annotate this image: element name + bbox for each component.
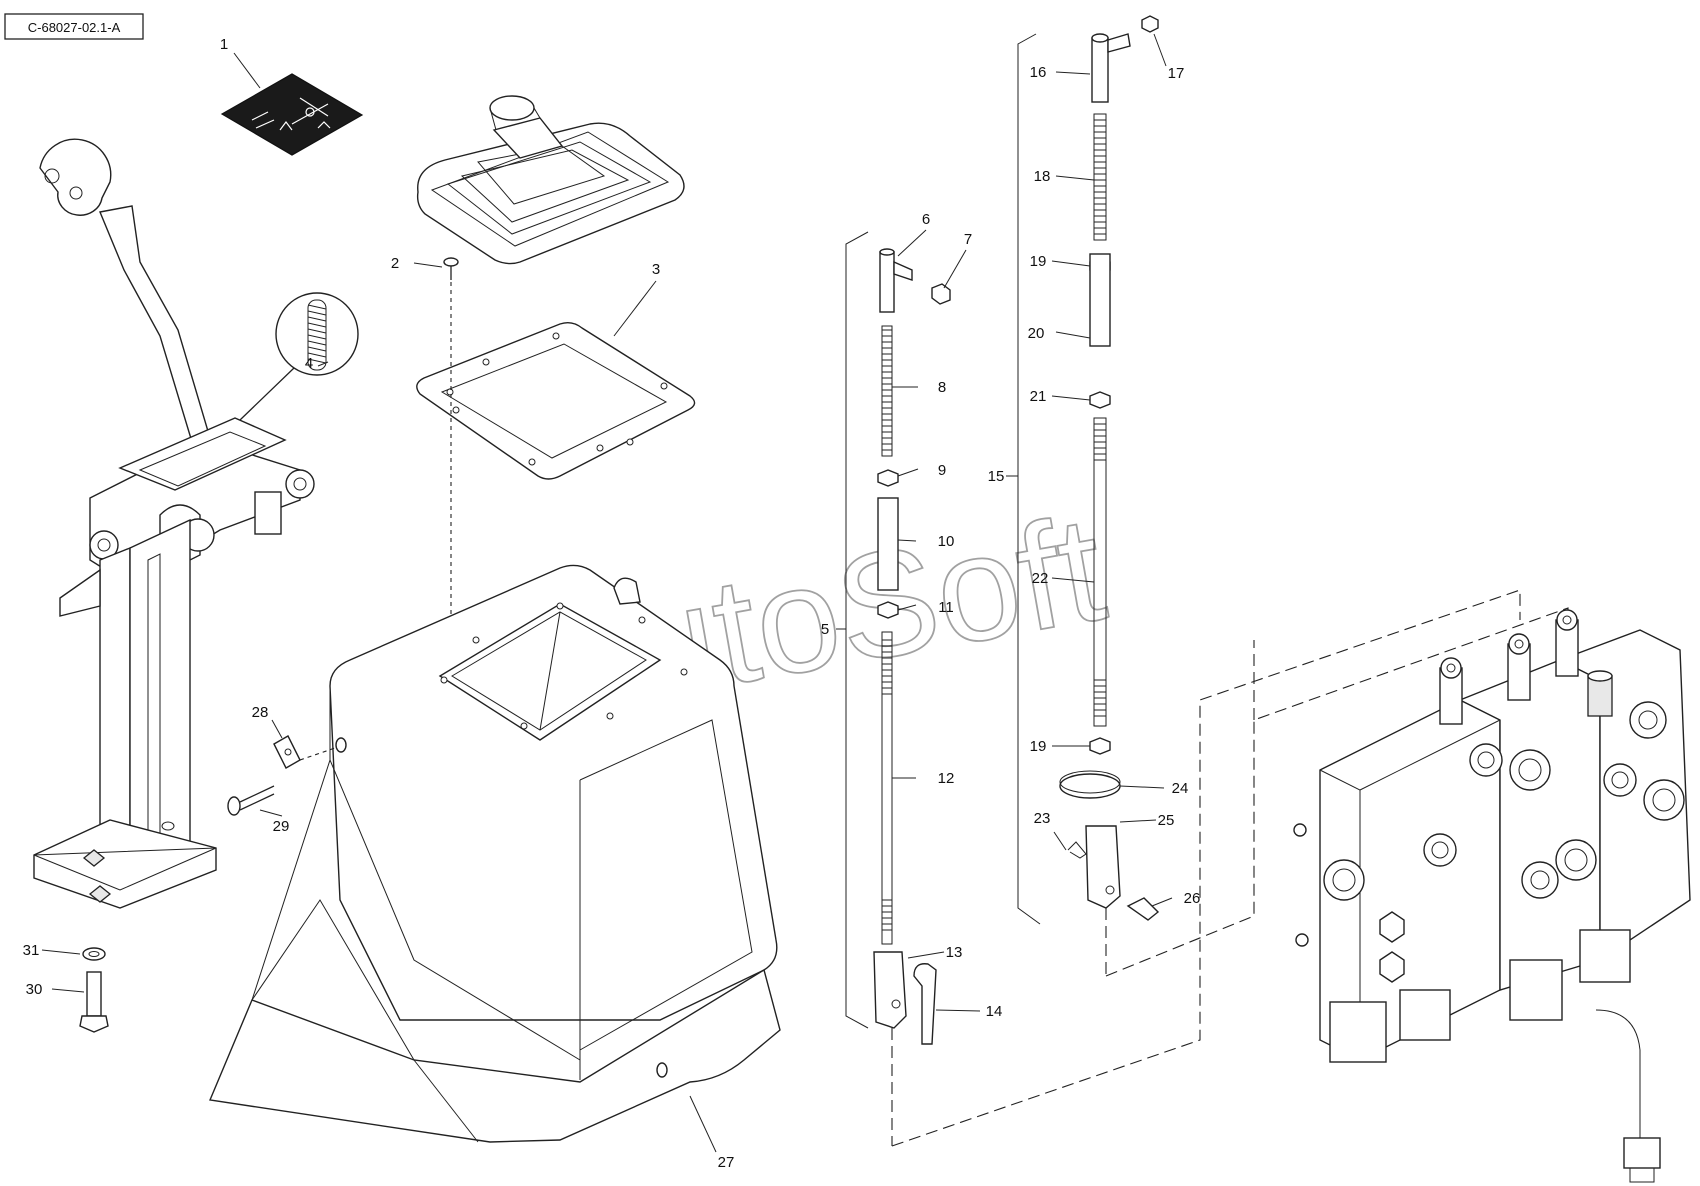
console-cover	[209, 564, 781, 1143]
callout-2: 2	[391, 255, 399, 272]
rubber-boot	[416, 95, 685, 265]
leader-lines	[41, 33, 1173, 1153]
rod-assembly-5	[845, 231, 951, 1146]
reference-code: C-68027-02.1-A	[28, 20, 121, 35]
callout-3: 3	[652, 261, 660, 278]
callout-8: 8	[938, 379, 946, 396]
spring-detail	[239, 292, 359, 421]
callout-19-upper: 19	[1030, 253, 1047, 270]
washer-31	[82, 947, 106, 961]
reference-code-box: C-68027-02.1-A	[4, 13, 144, 40]
callout-23: 23	[1034, 810, 1051, 827]
callout-10: 10	[938, 533, 955, 550]
bolt-30	[79, 971, 109, 1033]
callout-12: 12	[938, 770, 955, 787]
callout-19-lower: 19	[1030, 738, 1047, 755]
callout-5: 5	[821, 621, 829, 638]
callout-29: 29	[273, 818, 290, 835]
callout-9: 9	[938, 462, 946, 479]
callout-20: 20	[1028, 325, 1045, 342]
rod-assembly-15	[1017, 15, 1160, 976]
callout-26: 26	[1184, 890, 1201, 907]
callout-25: 25	[1158, 812, 1175, 829]
callout-15: 15	[988, 468, 1005, 485]
callout-1: 1	[220, 36, 228, 53]
callout-11: 11	[938, 599, 954, 616]
screw-29	[227, 747, 336, 816]
trim-frame	[416, 321, 696, 480]
callout-30: 30	[26, 981, 43, 998]
linkage-dashed-lines	[891, 589, 1569, 1147]
callout-22: 22	[1032, 570, 1049, 587]
callout-27: 27	[718, 1154, 735, 1171]
callout-16: 16	[1030, 64, 1047, 81]
control-valve	[1293, 609, 1691, 1183]
callout-6: 6	[922, 211, 930, 228]
callout-24: 24	[1172, 780, 1189, 797]
control-pattern-decal	[220, 73, 364, 156]
callout-7: 7	[964, 231, 972, 248]
callout-21: 21	[1030, 388, 1047, 405]
callout-13: 13	[946, 944, 963, 961]
callout-4: 4	[305, 355, 313, 372]
callout-28: 28	[252, 704, 269, 721]
control-lever-assembly	[33, 138, 315, 909]
callout-18: 18	[1034, 168, 1051, 185]
clip-nut-28	[273, 735, 301, 769]
screw-2	[443, 257, 459, 280]
callout-14: 14	[986, 1003, 1003, 1020]
callout-labels: 1 2 3 4 5 6 7 8 9 10 11 12 13 14 15 16 1…	[23, 36, 1201, 1171]
callout-17: 17	[1168, 65, 1185, 82]
callout-31: 31	[23, 942, 40, 959]
